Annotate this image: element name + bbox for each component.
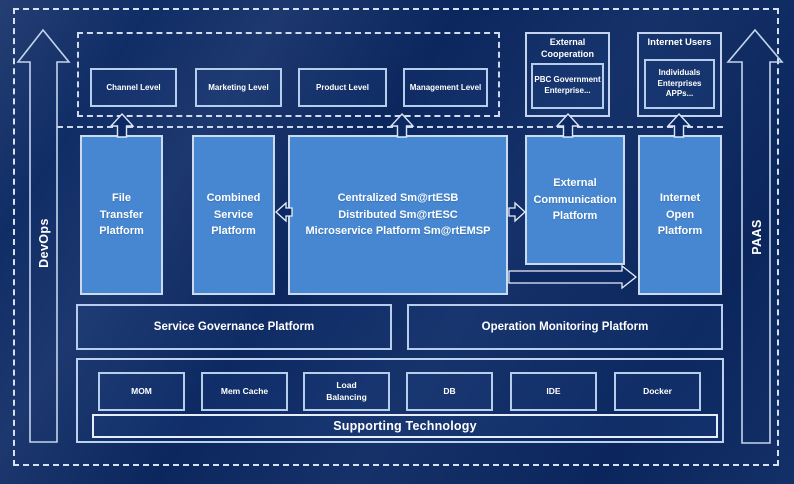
paas-label: PAAS bbox=[750, 219, 764, 255]
central-esb-line-1: Centralized Sm@rtESB bbox=[337, 192, 459, 205]
dashed-connector-line bbox=[57, 126, 723, 128]
operation-monitoring-platform-box: Operation Monitoring Platform bbox=[407, 304, 723, 350]
level-box-product: Product Level bbox=[298, 68, 387, 107]
tech-box-db: DB bbox=[406, 372, 493, 411]
combined-service-platform-box: Combined Service Platform bbox=[192, 135, 275, 295]
tech-box-mom: MOM bbox=[98, 372, 185, 411]
channel-levels-group bbox=[77, 32, 500, 117]
external-cooperation-members: PBC Government Enterprise... bbox=[531, 63, 604, 109]
external-communication-platform-box: External Communication Platform bbox=[525, 135, 625, 265]
central-esb-line-3: Microservice Platform Sm@rtEMSP bbox=[305, 225, 491, 238]
tech-box-docker: Docker bbox=[614, 372, 701, 411]
central-esb-lines: Centralized Sm@rtESB Distributed Sm@rtES… bbox=[306, 190, 491, 240]
external-cooperation-title: External Cooperation bbox=[541, 37, 594, 59]
supporting-technology-bar: Supporting Technology bbox=[92, 414, 718, 438]
internet-users-title: Internet Users bbox=[647, 37, 712, 48]
level-box-marketing: Marketing Level bbox=[195, 68, 282, 107]
tech-box-mem-cache: Mem Cache bbox=[201, 372, 288, 411]
tech-box-ide: IDE bbox=[510, 372, 597, 411]
internet-open-platform-box: Internet Open Platform bbox=[638, 135, 722, 295]
service-governance-platform-box: Service Governance Platform bbox=[76, 304, 392, 350]
central-esb-platform-box: Centralized Sm@rtESB Distributed Sm@rtES… bbox=[288, 135, 508, 295]
level-box-management: Management Level bbox=[403, 68, 488, 107]
file-transfer-platform-box: File Transfer Platform bbox=[80, 135, 163, 295]
tech-box-load-balancing: Load Balancing bbox=[303, 372, 390, 411]
internet-users-box: Internet Users Individuals Enterprises A… bbox=[637, 32, 722, 117]
external-cooperation-box: External Cooperation PBC Government Ente… bbox=[525, 32, 610, 117]
devops-label: DevOps bbox=[37, 218, 51, 268]
level-box-channel: Channel Level bbox=[90, 68, 177, 107]
internet-users-members: Individuals Enterprises APPs... bbox=[644, 59, 715, 109]
central-esb-line-2: Distributed Sm@rtESC bbox=[338, 208, 458, 221]
